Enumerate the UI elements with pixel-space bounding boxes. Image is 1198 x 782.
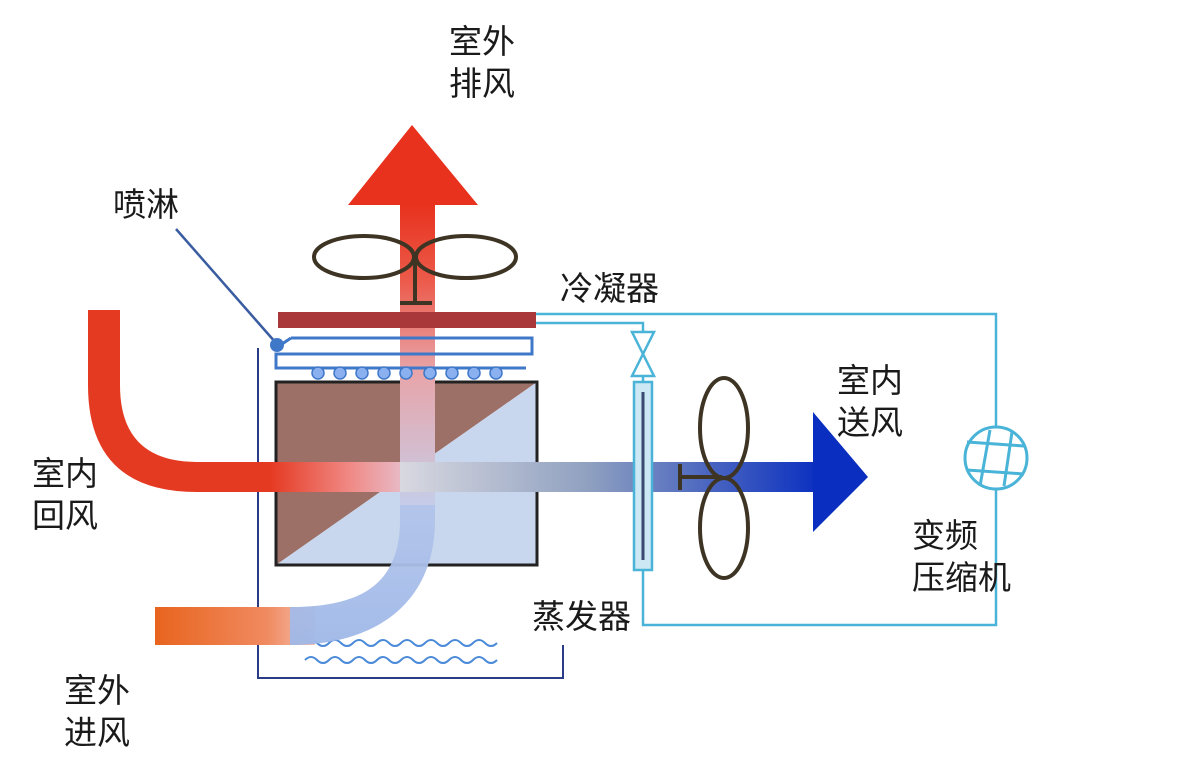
fan-icon: [312, 234, 518, 305]
water-wave-icon: [304, 639, 498, 664]
outdoor-exhaust-label-line2: 排风: [449, 64, 515, 103]
outdoor-intake-label-line1: 室外: [64, 671, 130, 710]
inverter-compressor-label-line1: 变频: [912, 516, 978, 555]
outdoor-intake-label: 室外 进风: [64, 670, 130, 754]
valve-icon: [629, 330, 657, 378]
spray-label: 喷淋: [113, 185, 179, 224]
fan-icon: [678, 376, 750, 580]
indoor-supply-arrow: [400, 412, 868, 532]
indoor-supply-label-line2: 送风: [837, 403, 903, 442]
outdoor-intake-label-line2: 进风: [64, 713, 130, 752]
outdoor-intake-duct: [155, 348, 435, 645]
condenser-label: 冷凝器: [560, 269, 659, 308]
inverter-compressor-label: 变频 压缩机: [912, 515, 1011, 599]
condenser-bar: [278, 312, 536, 328]
outdoor-exhaust-label: 室外 排风: [449, 21, 515, 105]
indoor-supply-label: 室内 送风: [837, 360, 903, 444]
spray-leader-line: [175, 228, 284, 352]
indoor-return-label-line1: 室内: [32, 454, 98, 493]
outdoor-exhaust-label-line1: 室外: [449, 22, 515, 61]
inverter-compressor-label-line2: 压缩机: [912, 558, 1011, 597]
indoor-return-duct: [88, 310, 400, 492]
indoor-return-label: 室内 回风: [32, 453, 98, 537]
evaporator: [632, 380, 654, 572]
indoor-supply-label-line1: 室内: [837, 361, 903, 400]
evaporator-label: 蒸发器: [532, 597, 631, 636]
water-tank: [257, 348, 564, 679]
indoor-return-label-line2: 回风: [32, 496, 98, 535]
spray-nozzle-icon: [311, 366, 503, 380]
compressor-icon: [963, 425, 1029, 491]
